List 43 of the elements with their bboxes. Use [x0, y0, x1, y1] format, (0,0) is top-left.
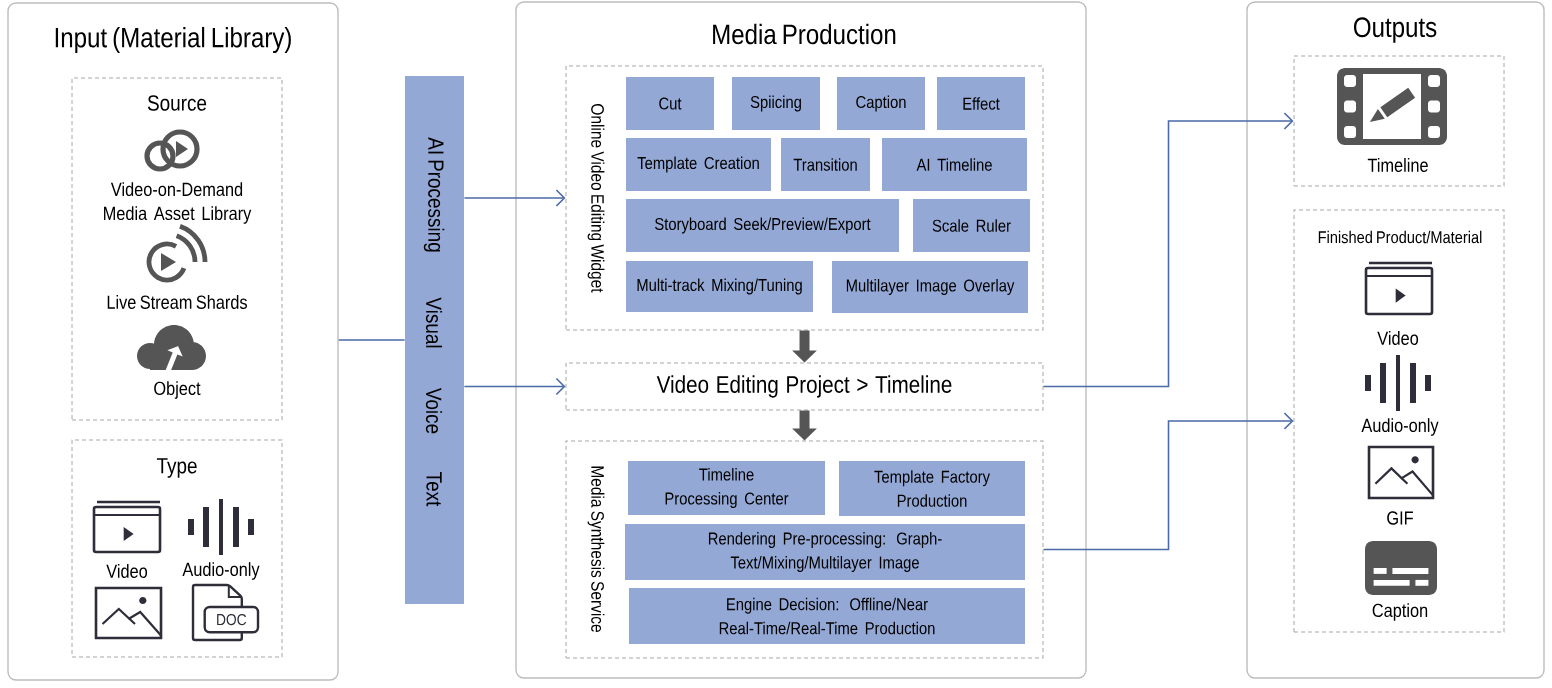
panel-title: Input (Material Library)	[55, 26, 291, 54]
icon-label: Audio-only	[1361, 418, 1439, 436]
function-box: Caption	[837, 77, 925, 130]
arrow	[463, 189, 566, 207]
group-title: Source	[147, 95, 207, 111]
icon-label: Video	[106, 564, 148, 578]
function-box: Multi-track Mixing/Tuning	[626, 261, 813, 312]
bar-label: Voice	[425, 387, 443, 434]
icon-label: GIF	[1387, 511, 1413, 525]
function-box: Cut	[626, 77, 714, 130]
icon-label: Timeline	[1367, 158, 1428, 172]
function-box: Template Creation	[626, 138, 771, 191]
icon-label: Video	[1377, 331, 1419, 345]
icon-label: Object	[154, 381, 201, 399]
function-box: AI Timeline	[882, 138, 1027, 191]
bar-label: Text	[426, 472, 442, 507]
function-box: Scale Ruler	[913, 199, 1030, 252]
bar-label: AI Processing	[423, 137, 445, 252]
icon-label: Audio-only	[182, 562, 260, 580]
bar-label: Visual	[425, 297, 443, 348]
icon-label: Caption	[1372, 603, 1428, 621]
group-title: Media Synthesis Service	[587, 466, 605, 632]
function-box: Engine Decision: Offline/Near Real-Time/Real-Time Production	[629, 588, 1025, 644]
icon-label: Video-on-Demand Media Asset Library	[104, 182, 252, 224]
group-box: Video Editing Project > Timeline	[565, 362, 1044, 411]
arrow	[1042, 412, 1294, 551]
function-box: Storyboard Seek/Preview/Export	[626, 199, 899, 252]
function-box: Template Factory Production	[839, 461, 1025, 516]
arrow	[1042, 112, 1294, 388]
function-box: Spiicing	[732, 77, 820, 130]
function-box: Timeline Processing Center	[628, 461, 825, 515]
panel-title: Outputs	[1354, 17, 1437, 43]
group-title: Type	[156, 458, 197, 478]
function-box: Multilayer Image Overlay	[832, 261, 1028, 313]
connector-line	[337, 339, 406, 341]
function-box: Effect	[937, 77, 1025, 130]
arrow	[463, 377, 566, 396]
function-box: Transition	[781, 138, 870, 191]
panel-title: Media Production	[713, 23, 896, 45]
function-box: Rendering Pre-processing: Graph-Text/Mixing/Multilayer Image	[625, 524, 1025, 580]
group-title: Online Video Editing Widget	[587, 104, 605, 293]
icon-label: Live Stream Shards	[107, 295, 247, 309]
group-title: Finished Product/Material	[1318, 230, 1482, 244]
